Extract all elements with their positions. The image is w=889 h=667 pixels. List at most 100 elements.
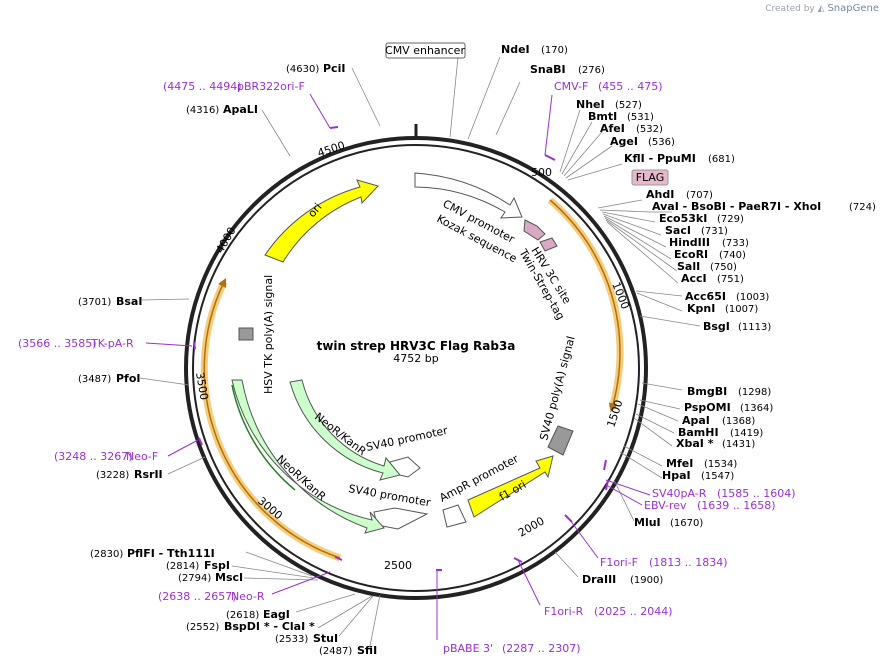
twin-strep-feature[interactable] <box>539 237 558 252</box>
sv40-promoter-1-label: SV40 promoter <box>365 424 449 454</box>
site-hindiii-pos: (733) <box>722 238 749 249</box>
cmv-enhancer-label: CMV enhancer <box>385 44 465 57</box>
site-eco53ki-pos: (729) <box>717 214 744 225</box>
hsv-tk-polya-label: HSV TK poly(A) signal <box>262 275 275 394</box>
site-agei-pos: (536) <box>648 137 675 148</box>
tick-4000: 4000 <box>213 225 238 256</box>
cmv-enhancer-box[interactable] <box>385 42 466 59</box>
primer-f1ori-f: F1ori-F <box>600 556 638 569</box>
f1-ori-feature[interactable] <box>467 455 554 518</box>
site-rsrii-pos: (3228) <box>96 470 129 481</box>
primer-f1ori-r-pos: (2025 .. 2044) <box>594 605 673 618</box>
site-agei: AgeI <box>610 135 638 148</box>
brand-name: SnapGene <box>827 3 879 14</box>
site-snabi-pos: (276) <box>578 65 605 76</box>
ampr-promoter-feature[interactable] <box>442 504 467 528</box>
hrv3c-feature[interactable] <box>523 219 546 241</box>
site-bmgbi-pos: (1298) <box>738 387 771 398</box>
site-eco53ki: Eco53kI <box>659 212 707 225</box>
primer-ebv-rev: EBV-rev <box>644 499 687 512</box>
site-ahdi: AhdI <box>646 188 674 201</box>
primer-tk-pa-r-pos: (3566 .. 3585) <box>18 337 97 350</box>
site-kpni: KpnI <box>687 302 715 315</box>
site-avai-group: AvaI - BsoBI - PaeR7I - XhoI <box>652 200 821 213</box>
primer-tk-pa-r: TK-pA-R <box>90 337 134 350</box>
site-snabi: SnaBI <box>530 63 566 76</box>
neo-orf-line <box>231 384 296 491</box>
tick-2500: 2500 <box>384 559 412 572</box>
site-bsai: BsaI <box>116 295 142 308</box>
ori-feature[interactable] <box>264 179 379 263</box>
site-fspi-pos: (2814) <box>166 561 199 572</box>
primer-neo-f-pos: (3248 .. 3267) <box>54 450 133 463</box>
site-pflfi-pos: (2830) <box>90 549 123 560</box>
site-apai: ApaI <box>682 414 710 427</box>
site-ndei: NdeI <box>501 43 530 56</box>
neo-kan-2-feature[interactable] <box>231 379 385 534</box>
site-msci-pos: (2794) <box>178 573 211 584</box>
site-sfii: SfiI <box>357 644 377 657</box>
flag-box[interactable] <box>631 169 669 186</box>
primer-pbr322ori-f-pos: (4475 .. 4494) <box>163 80 242 93</box>
site-draiii-pos: (1900) <box>630 575 663 586</box>
tick-3500: 3500 <box>193 371 211 401</box>
site-bspdi-pos: (2552) <box>186 622 219 633</box>
site-avai-pos: (724) <box>849 202 876 213</box>
site-labels-left: (4630) PciI (4316) ApaLI (3701) BsaI (34… <box>78 62 377 657</box>
tick-1500: 1500 <box>604 398 625 429</box>
site-saci: SacI <box>665 224 691 237</box>
site-acci-pos: (751) <box>717 274 744 285</box>
site-rsrii: RsrII <box>134 468 163 481</box>
cmv-promoter-feature[interactable] <box>414 172 523 219</box>
site-kfli-ppumi: KflI - PpuMI <box>624 152 696 165</box>
created-by-label: Created by <box>765 4 815 14</box>
site-pspomi: PspOMI <box>684 401 731 414</box>
site-ahdi-pos: (707) <box>686 190 713 201</box>
site-bmti-pos: (531) <box>627 112 654 123</box>
site-saci-pos: (731) <box>701 226 728 237</box>
site-pflfi-tth111i: PflFI - Tth111I <box>127 547 215 560</box>
primer-cmv-f: CMV-F <box>554 80 588 93</box>
leader-lines <box>139 56 701 647</box>
primer-ebv-rev-pos: (1639 .. 1658) <box>697 499 776 512</box>
orf-arrows <box>200 197 624 562</box>
primer-cmv-f-pos: (455 .. 475) <box>598 80 663 93</box>
site-apali-pos: (4316) <box>186 105 219 116</box>
sv40-polya-feature[interactable] <box>547 425 574 456</box>
site-kpni-pos: (1007) <box>725 304 758 315</box>
site-pspomi-pos: (1364) <box>740 403 773 414</box>
site-bmgbi: BmgBI <box>687 385 727 398</box>
site-sali: SalI <box>677 260 700 273</box>
site-bsgi-pos: (1113) <box>738 322 771 333</box>
primer-f1ori-r: F1ori-R <box>544 605 584 618</box>
site-pcii: PciI <box>323 62 345 75</box>
site-eagi-pos: (2618) <box>226 610 259 621</box>
site-msci: MscI <box>215 571 243 584</box>
hsv-tk-polya-feature[interactable] <box>238 327 254 341</box>
site-bsgi: BsgI <box>703 320 730 333</box>
site-hpai-pos: (1547) <box>701 471 734 482</box>
site-mlui-pos: (1670) <box>670 518 703 529</box>
site-xbai-pos: (1431) <box>722 439 755 450</box>
site-afei: AfeI <box>600 122 625 135</box>
site-mfei: MfeI <box>666 457 693 470</box>
site-sali-pos: (750) <box>710 262 737 273</box>
plasmid-name: twin strep HRV3C Flag Rab3a <box>317 339 516 353</box>
site-nhei: NheI <box>576 98 605 111</box>
sv40-polya-label: SV40 poly(A) signal <box>537 335 577 442</box>
site-acci: AccI <box>681 272 707 285</box>
site-kfli-pos: (681) <box>708 154 735 165</box>
site-bmti: BmtI <box>588 110 617 123</box>
snapgene-brand: Created by ◭ SnapGene <box>765 3 879 14</box>
site-ndei-pos: (170) <box>541 45 568 56</box>
neo-kan-1-feature[interactable] <box>289 379 401 481</box>
site-draiii: DraIII <box>582 573 616 586</box>
site-afei-pos: (532) <box>636 124 663 135</box>
primer-neo-f: Neo-F <box>126 450 158 463</box>
primer-pbr322ori-f: pBR322ori-F <box>237 80 305 93</box>
site-bsai-pos: (3701) <box>78 297 111 308</box>
primer-labels: CMV-F (455 .. 475) SV40pA-R (1585 .. 160… <box>18 80 796 655</box>
site-stui-pos: (2533) <box>275 634 308 645</box>
primer-lines <box>145 93 651 640</box>
